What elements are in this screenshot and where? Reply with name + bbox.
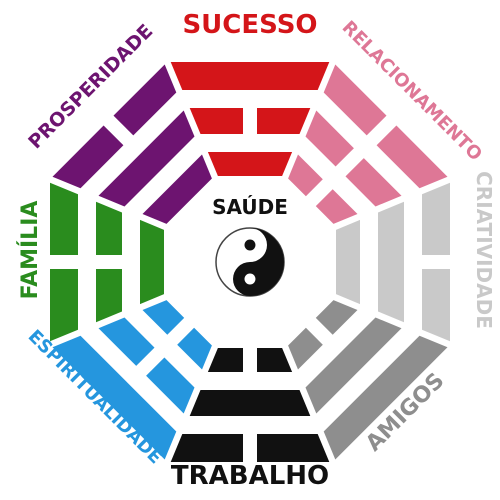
trigram-bar-espiritualidade-3-a bbox=[177, 327, 212, 370]
trigram-bar-trabalho-3-b bbox=[207, 348, 243, 372]
trigram-bar-sucesso-2-a bbox=[189, 108, 243, 134]
trigram-bar-relacionamento-3-a bbox=[288, 154, 323, 197]
trigram-bar-sucesso-2-b bbox=[257, 108, 311, 134]
trigram-bar-familia-2-a bbox=[96, 269, 122, 323]
trigram-bar-relacionamento-1-b bbox=[376, 125, 448, 189]
trigram-bar-espiritualidade-2-b bbox=[98, 317, 155, 366]
trigram-bar-familia-1-b bbox=[50, 182, 78, 255]
trigram-bar-relacionamento-1-a bbox=[323, 64, 387, 136]
trigram-bar-trabalho-2 bbox=[189, 390, 311, 416]
trigram-bar-amigos-1 bbox=[323, 335, 448, 460]
trigram-bar-relacionamento-2-b bbox=[345, 158, 402, 207]
trigram-bar-familia-3 bbox=[140, 219, 164, 305]
trigram-bar-espiritualidade-3-b bbox=[142, 300, 185, 335]
trigram-bar-prosperidade-1-a bbox=[52, 125, 124, 189]
trigram-bars bbox=[50, 62, 450, 462]
trigram-bar-familia-1-a bbox=[50, 269, 78, 342]
area-label-prosperidade: PROSPERIDADE bbox=[24, 20, 157, 153]
trigram-bar-sucesso-3 bbox=[207, 152, 293, 176]
trigram-bar-prosperidade-2 bbox=[98, 110, 195, 207]
trigram-bar-trabalho-1-b bbox=[170, 434, 243, 462]
trigram-bar-sucesso-1 bbox=[170, 62, 330, 90]
area-label-familia: FAMÍLIA bbox=[17, 201, 43, 300]
trigram-bar-amigos-3-b bbox=[288, 327, 323, 370]
trigram-bar-familia-2-b bbox=[96, 201, 122, 255]
trigram-bar-criatividade-1-b bbox=[422, 269, 450, 342]
area-label-trabalho: TRABALHO bbox=[171, 461, 329, 491]
area-label-criatividade: CRIATIVIDADE bbox=[472, 171, 496, 329]
trigram-bar-trabalho-1-a bbox=[257, 434, 330, 462]
trigram-bar-amigos-2 bbox=[305, 317, 402, 414]
trigram-bar-criatividade-1-a bbox=[422, 182, 450, 255]
trigram-bar-criatividade-3 bbox=[336, 219, 360, 305]
trigram-bar-criatividade-2 bbox=[378, 201, 404, 323]
trigram-bar-trabalho-3-a bbox=[257, 348, 293, 372]
trigram-bar-amigos-3-a bbox=[315, 300, 358, 335]
area-label-sucesso: SUCESSO bbox=[182, 10, 317, 40]
center-label-saude: SAÚDE bbox=[212, 195, 288, 219]
trigram-bar-espiritualidade-2-a bbox=[146, 357, 195, 414]
trigram-bar-relacionamento-2-a bbox=[305, 110, 354, 167]
trigram-bar-prosperidade-1-b bbox=[113, 64, 177, 136]
trigram-bar-espiritualidade-1 bbox=[52, 335, 177, 460]
trigram-bar-relacionamento-3-b bbox=[315, 189, 358, 224]
yin-yang-icon bbox=[215, 227, 285, 297]
trigram-bar-prosperidade-3 bbox=[142, 154, 212, 224]
